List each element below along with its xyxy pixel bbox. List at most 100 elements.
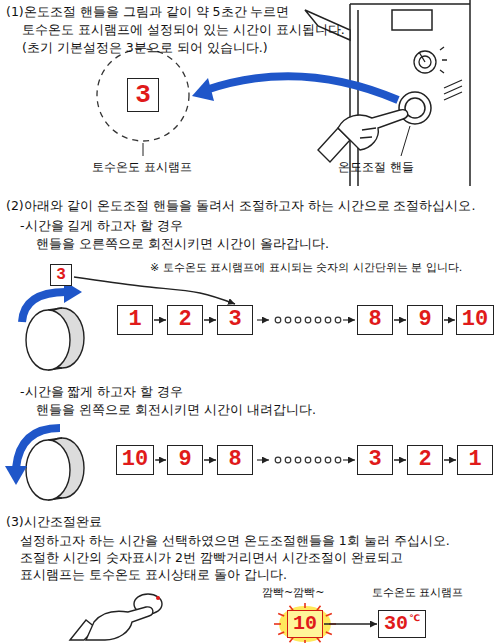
rotate-left-arrow (5, 466, 27, 485)
blink-rays (278, 614, 284, 617)
sequence-arrow (74, 277, 235, 304)
display-digit: 9 (178, 449, 191, 471)
sequence-arrow (394, 319, 406, 321)
step-text: 토수온도 표시램프에 설정되어 있는 시간이 표시됩니다. (22, 22, 345, 37)
sequence-arrow (324, 623, 377, 625)
display-digit: 3 (56, 267, 66, 283)
display-digit: 10 (293, 614, 317, 634)
pressing-hand (86, 607, 153, 640)
rotary-knob (26, 440, 70, 500)
display-digit: 9 (418, 309, 431, 331)
sequence-arrow (394, 459, 406, 461)
rotary-knob (26, 438, 84, 500)
pointing-hand (318, 110, 408, 162)
sequence-arrow (204, 319, 216, 321)
ellipsis-dots (257, 319, 269, 320)
step-heading: (3)시간조절완료 (6, 514, 102, 529)
ellipsis-dots (325, 457, 331, 463)
blink-rays (274, 603, 336, 643)
display-callout-circle (97, 49, 189, 141)
blink-rays (317, 638, 321, 642)
digit-display: 9 (407, 305, 443, 335)
blink-rays (304, 603, 306, 608)
blink-rays (274, 623, 281, 625)
display-digit: 8 (228, 449, 241, 471)
display-digit: 2 (418, 449, 431, 471)
direction-arrow (206, 76, 398, 100)
ellipsis-dots (343, 459, 355, 460)
leader-line (401, 126, 410, 156)
blink-note: 깜빡~깜빡~ (262, 586, 324, 599)
ellipsis-dots (275, 317, 281, 323)
direction-arrow (192, 76, 398, 101)
digit-display: 10 (456, 305, 494, 335)
digit-display: 1 (457, 445, 493, 475)
step-text: 표시램프는 토수온도 표시상태로 돌아 갑니다. (20, 567, 287, 582)
pointing-hand (338, 110, 408, 150)
step-text: -시간을 길게 하고자 할 경우 (20, 218, 183, 233)
step-heading: (2)아래와 같이 온도조절 핸들을 돌려서 조절하고자 하는 시간으로 조절하… (6, 198, 475, 213)
unit-symbol: ℃ (409, 614, 420, 623)
display-digit: 8 (368, 309, 381, 331)
ellipsis-dots (257, 459, 269, 460)
rotate-right-arrow (22, 292, 66, 322)
blinking-display: 10 (287, 610, 323, 638)
display-digit: 3 (368, 449, 381, 471)
direction-arrow (192, 78, 214, 101)
display-callout-circle (97, 49, 189, 141)
ellipsis-dots (285, 457, 291, 463)
display-digit: 3 (228, 309, 241, 331)
blink-rays (326, 632, 332, 635)
step-heading: (1)온도조절 핸들을 그림과 같이 약 5초간 누르면 (6, 4, 290, 19)
sequence-arrow (154, 319, 166, 321)
faucet-body (392, 10, 432, 30)
digit-display: 3 (50, 264, 72, 286)
ellipsis-dots (285, 317, 291, 323)
part-name: 토수온도 표시램프 (92, 160, 192, 174)
display-digit: 2 (178, 309, 191, 331)
sequence-arrow (444, 459, 456, 461)
digit-display: 3 (217, 305, 253, 335)
step-text: 핸들을 오른쪽으로 회전시키면 시간이 올라갑니다. (36, 236, 329, 251)
sequence-arrow (204, 459, 216, 461)
rotate-right-arrow (22, 281, 82, 322)
blink-rays (304, 640, 306, 643)
digit-display: 2 (407, 445, 443, 475)
rotate-left-arrow (16, 428, 60, 468)
temperature-dial (414, 47, 447, 73)
step-note: (초기 기본설정은 3분으로 되어 있습니다.) (22, 40, 268, 55)
ellipsis-dots (325, 317, 331, 323)
pressing-hand (70, 607, 153, 640)
faucet-body (444, 80, 462, 100)
ellipsis-dots (257, 317, 355, 463)
digit-display: 8 (357, 305, 393, 335)
blink-rays (326, 614, 332, 617)
ellipsis-dots (343, 319, 355, 320)
press-button (156, 596, 160, 600)
ellipsis-dots (335, 457, 341, 463)
digit-display: 30℃ (378, 610, 426, 638)
ellipsis-dots (295, 317, 301, 323)
display-digit: 10 (122, 449, 148, 471)
rotary-knob (26, 308, 84, 370)
digit-display: 1 (117, 305, 153, 335)
pointing-hand (360, 128, 376, 138)
leader-line (143, 143, 144, 156)
display-digit: 30 (384, 614, 408, 634)
digit-display: 2 (167, 305, 203, 335)
digit-display: 10 (116, 445, 154, 475)
ellipsis-dots (295, 457, 301, 463)
step-text: 설정하고자 하는 시간을 선택하였으면 온도조절핸들을 1회 눌러 주십시오. (20, 533, 450, 548)
blink-rays (290, 638, 294, 642)
ellipsis-dots (315, 457, 321, 463)
display-digit: 1 (468, 449, 481, 471)
step-text: 핸들을 왼쪽으로 회전시키면 시간이 내려갑니다. (36, 402, 316, 417)
ellipsis-dots (305, 457, 311, 463)
rotary-knob (26, 310, 70, 370)
ellipsis-dots (315, 317, 321, 323)
sequence-arrow (444, 319, 455, 321)
rotate-left-arrow (5, 428, 60, 485)
display-digit: 3 (135, 82, 151, 108)
part-name: 토수온도 표시램프 (372, 586, 464, 599)
